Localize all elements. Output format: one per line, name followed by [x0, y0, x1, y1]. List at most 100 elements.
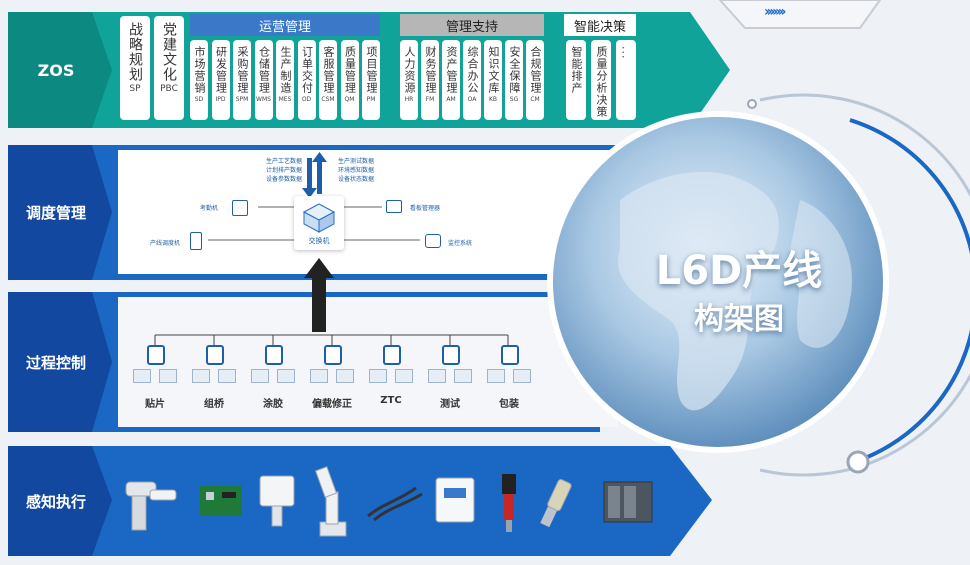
station[interactable]: 包装 — [481, 343, 537, 415]
station-label: 包装 — [499, 399, 519, 410]
module-abbr: WMS — [256, 96, 271, 103]
sensor-box-icon — [259, 475, 295, 527]
module-abbr: PM — [366, 96, 376, 103]
station-label: 组桥 — [204, 399, 224, 410]
sub-device-icon — [336, 369, 354, 383]
line-terminal-label: 产线调度机 — [150, 240, 181, 247]
station-label: 测试 — [440, 399, 460, 410]
continent-shape-2 — [790, 200, 852, 348]
chevron-arrows-icon: ››››››› — [764, 4, 786, 20]
pressure-sensor-icon — [502, 474, 516, 532]
module-label: 仓储管理 — [257, 46, 271, 94]
sub-device-icon — [192, 369, 210, 383]
module-label: 资产管理 — [445, 46, 458, 94]
station-device-icon — [206, 345, 224, 365]
sub-device-icon — [369, 369, 387, 383]
globe-subtitle: 构架图 — [694, 302, 784, 337]
module-abbr: PBC — [160, 84, 178, 94]
layer-label-process: 过程控制 — [25, 353, 86, 372]
attendance-icon — [232, 200, 248, 216]
module-abbr: FM — [425, 96, 435, 103]
orbit-ring-blue — [849, 118, 970, 462]
sub-device-icon — [277, 369, 295, 383]
module-item[interactable]: 仓储管理 WMS — [254, 40, 273, 120]
module-label: 财务管理 — [424, 46, 437, 94]
module-item[interactable]: 财务管理 FM — [421, 40, 439, 120]
sub-device-icon — [310, 369, 328, 383]
main-up-arrow-head — [304, 258, 334, 278]
module-abbr: KB — [488, 96, 498, 103]
station[interactable]: 偏载修正 — [304, 343, 360, 415]
down-data-list: 生产测试数据 环境感知数据 设备状态数据 — [338, 156, 374, 183]
module-strategy[interactable]: 战略规划 SP — [120, 16, 150, 120]
module-abbr: QM — [344, 96, 355, 103]
station[interactable]: ZTC — [363, 343, 419, 415]
switch-node[interactable]: 交换机 — [294, 196, 344, 250]
station[interactable]: 贴片 — [127, 343, 183, 415]
sub-device-icon — [251, 369, 269, 383]
module-item[interactable]: ... — [616, 40, 636, 120]
monitor-icon — [425, 234, 441, 248]
module-abbr: MES — [278, 96, 292, 103]
module-abbr: HR — [404, 96, 414, 103]
globe-title: L6D产线 — [655, 248, 823, 294]
kanban-label: 看板管理器 — [410, 205, 441, 212]
module-item[interactable]: 质量分析决策 — [591, 40, 611, 120]
circuit-board-icon — [200, 486, 242, 516]
module-abbr: SP — [129, 84, 141, 94]
support-header: 管理支持 — [400, 14, 544, 36]
station-device-icon — [501, 345, 519, 365]
dispatch-label-bg — [8, 145, 112, 280]
probe-sensor-icon — [540, 479, 572, 528]
module-label: 项目管理 — [365, 46, 378, 94]
attendance-label: 考勤机 — [200, 205, 219, 212]
switch-icon — [302, 203, 336, 233]
layer-label-dispatch: 调度管理 — [25, 204, 86, 222]
station[interactable]: 涂胶 — [245, 343, 301, 415]
module-label: 采购管理 — [236, 46, 249, 94]
station[interactable]: 组桥 — [186, 343, 242, 415]
data-item: 计划排产数据 — [265, 167, 302, 174]
module-label: ... — [619, 46, 633, 60]
zos-label-bg — [8, 12, 112, 128]
module-abbr: CSM — [321, 96, 335, 103]
switch-label: 交换机 — [308, 237, 330, 245]
orbit-dot — [846, 450, 870, 474]
station-device-icon — [324, 345, 342, 365]
module-abbr: CM — [530, 96, 540, 103]
module-label: 市场营销 — [193, 46, 206, 94]
module-item[interactable]: 智能排产 — [566, 40, 586, 120]
sub-device-icon — [133, 369, 151, 383]
station-device-icon — [265, 345, 283, 365]
module-abbr: SPM — [235, 96, 249, 103]
module-label: 订单交付 — [300, 46, 314, 94]
main-up-arrow — [312, 276, 326, 332]
station[interactable]: 测试 — [422, 343, 478, 415]
module-label: 安全保障 — [508, 46, 521, 94]
module-item[interactable]: 项目管理 PM — [362, 40, 380, 120]
down-arrow-head — [302, 188, 317, 198]
station-label: 偏载修正 — [312, 399, 352, 410]
sub-device-icon — [487, 369, 505, 383]
module-party[interactable]: 党建文化 PBC — [154, 16, 184, 120]
layer-label-sense: 感知执行 — [25, 492, 86, 511]
orbit-dot-small — [747, 99, 757, 109]
data-item: 设备状态数据 — [338, 176, 375, 183]
station-device-icon — [147, 345, 165, 365]
plc-module-icon — [603, 481, 653, 523]
data-item: 环境感知数据 — [338, 167, 375, 174]
module-item[interactable]: 采购管理 SPM — [233, 40, 251, 120]
up-arrow-head — [312, 152, 327, 162]
